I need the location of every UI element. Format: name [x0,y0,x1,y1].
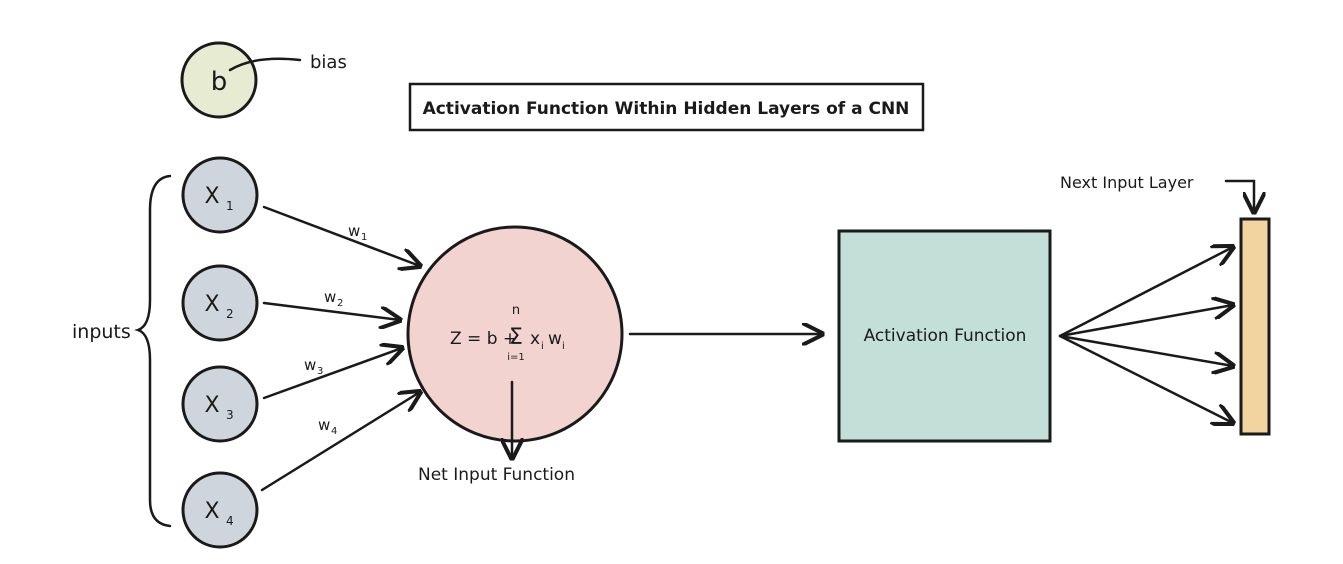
svg-text:X: X [204,499,219,524]
next-layer-label: Next Input Layer [1060,173,1194,192]
formula-term-sub: i [541,341,544,352]
input-node-2: X 2 [181,264,259,342]
weight-arrow-3 [262,348,402,400]
weight-label-2: w 2 [324,288,343,309]
formula-sigma: Σ [509,325,523,350]
input-subscript: 1 [226,199,234,213]
next-layer-bar [1239,217,1271,436]
formula-upper: n [512,303,520,318]
weight-arrow-2 [262,301,400,320]
weight-arrow-4 [260,392,420,492]
activation-rect [837,229,1052,443]
activation-box: Activation Function [837,229,1052,443]
weight-subscript: 4 [331,426,337,437]
weight-symbol: w [348,222,360,240]
weight-symbol: w [318,416,330,434]
weight-label-1: w 1 [348,222,367,243]
input-subscript: 2 [226,307,234,321]
next-layer-pointer [1224,179,1254,212]
input-symbol: X [204,292,219,317]
input-node-4: X 4 [181,471,259,549]
weight-subscript: 3 [317,366,323,377]
bias-label: bias [310,52,347,73]
svg-text:X: X [204,292,219,317]
weight-label-3: w 3 [304,356,323,377]
output-arrow-3 [1058,334,1233,366]
net-input-label: Net Input Function [418,465,575,485]
input-subscript: 3 [226,408,234,422]
svg-text:X: X [204,184,219,209]
input-symbol: X [204,499,219,524]
weight-subscript: 2 [337,298,343,309]
activation-label: Activation Function [864,326,1027,346]
weight-label-4: w 4 [318,416,337,437]
weight-arrow-1 [262,205,420,266]
bias-symbol: b [211,67,228,97]
svg-text:X: X [204,393,219,418]
formula-lower: i=1 [507,352,525,363]
bias-node: b bias [180,41,347,119]
input-symbol: X [204,393,219,418]
input-circle [181,264,259,342]
weight-symbol: w [324,288,336,306]
input-circle [181,471,259,549]
output-arrow-4 [1058,334,1233,423]
formula-term: x [530,329,540,349]
input-node-1: X 1 [181,156,259,234]
title-box: Activation Function Within Hidden Layers… [408,82,925,132]
weight-subscript: 1 [361,232,367,243]
diagram-title: Activation Function Within Hidden Layers… [423,99,910,119]
bias-circle [180,41,258,119]
formula-weight: w [548,329,562,349]
inputs-label: inputs [72,321,131,343]
bias-leader-line [228,57,302,72]
weight-symbol: w [304,356,316,374]
input-circle [181,365,259,443]
inputs-group: inputs [72,174,172,528]
title-frame [408,82,925,132]
input-symbol: X [204,184,219,209]
input-subscript: 4 [226,514,234,528]
formula-weight-sub: i [562,341,565,352]
output-arrow-2 [1058,305,1233,338]
formula-lhs: Z = b + [450,329,517,349]
input-circle [181,156,259,234]
output-arrow-1 [1058,247,1233,338]
input-node-3: X 3 [181,365,259,443]
inputs-brace [134,174,172,528]
neuron: Z = b + n Σ i=1 x i w i [406,225,624,443]
